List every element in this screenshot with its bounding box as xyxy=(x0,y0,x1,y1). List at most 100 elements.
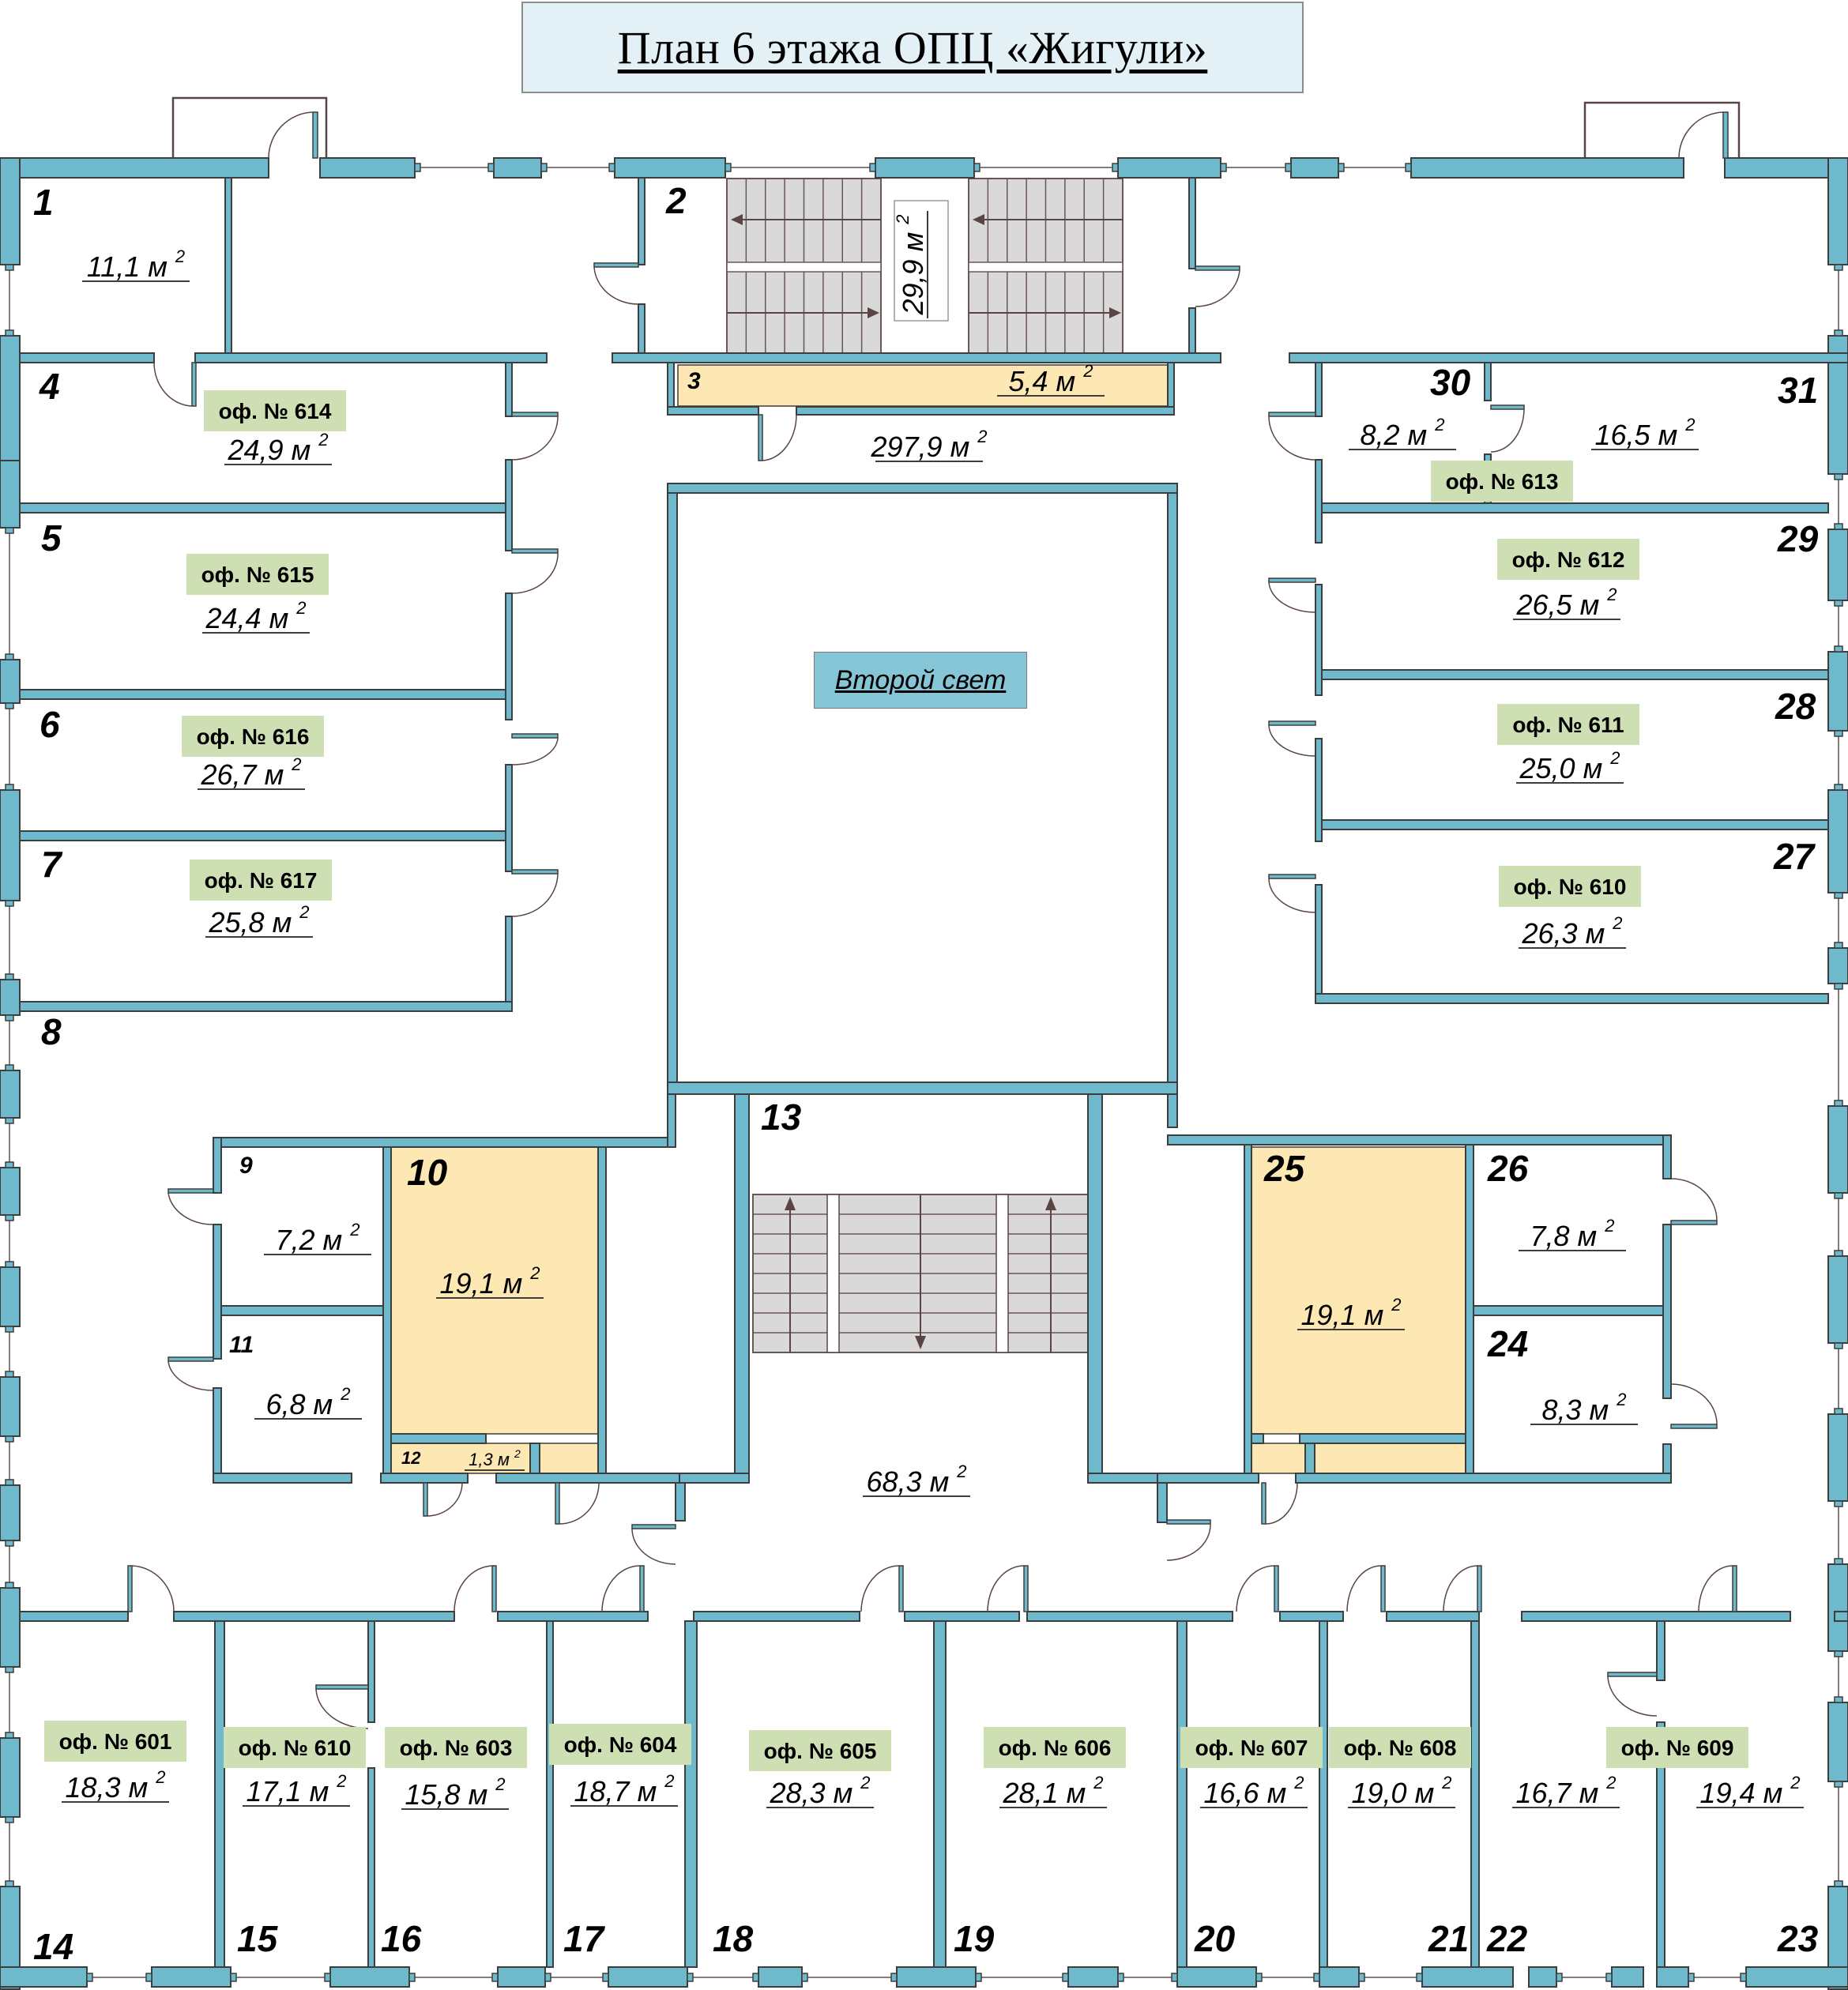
area-exponent: 2 xyxy=(1604,1216,1614,1236)
area-label: 8,3 м 2 xyxy=(1530,1390,1638,1426)
room-12-fill xyxy=(390,1443,531,1474)
room-number: 17 xyxy=(563,1918,606,1959)
area-label: 26,5 м 2 xyxy=(1513,585,1620,621)
room-area: 18,3 м 2 xyxy=(66,1767,166,1804)
area-label: 16,7 м 2 xyxy=(1512,1773,1620,1809)
office-label-bg xyxy=(549,1724,691,1765)
office-number: оф. № 615 xyxy=(201,562,314,587)
office-label: оф. № 613 xyxy=(1431,461,1573,502)
area-exponent: 2 xyxy=(860,1773,870,1793)
office-number: оф. № 614 xyxy=(219,399,332,423)
room-number: 29 xyxy=(1777,518,1819,559)
area-exponent: 2 xyxy=(155,1767,165,1787)
area-exponent: 2 xyxy=(1391,1295,1401,1315)
room-area: 11,1 м 2 xyxy=(87,246,185,283)
office-number: оф. № 612 xyxy=(1512,547,1625,572)
office-label-bg xyxy=(1431,461,1573,502)
area-label: 6,8 м 2 xyxy=(254,1384,362,1420)
area-exponent: 2 xyxy=(299,902,309,922)
office-number: оф. № 608 xyxy=(1344,1736,1457,1760)
second-light-label-box: Второй свет xyxy=(814,652,1027,709)
staircase-center xyxy=(752,1194,1089,1353)
office-label: оф. № 614 xyxy=(204,390,346,431)
area-exponent: 2 xyxy=(1616,1390,1626,1409)
office-label: оф. № 610 xyxy=(1499,866,1641,907)
office-label-bg xyxy=(44,1721,186,1762)
office-label: оф. № 606 xyxy=(984,1727,1126,1768)
room-number: 7 xyxy=(41,844,63,885)
room-area: 16,6 м 2 xyxy=(1204,1773,1304,1809)
plan-title-box: План 6 этажа ОПЦ «Жигули» xyxy=(521,2,1304,93)
office-number: оф. № 605 xyxy=(764,1739,877,1763)
room-number: 18 xyxy=(713,1918,754,1959)
room-numbers: 1 2 3 4 5 6 7 8 9 10 11 12 13 14 15 16 1… xyxy=(33,180,1819,1967)
room-area: 29,9 м 2 xyxy=(893,215,929,316)
office-label-bg xyxy=(385,1727,527,1768)
room-area: 17,1 м 2 xyxy=(247,1771,347,1808)
room-number: 16 xyxy=(381,1918,422,1959)
room-12-annex-fill xyxy=(539,1443,599,1474)
office-label: оф. № 605 xyxy=(749,1730,891,1771)
room-area: 19,1 м 2 xyxy=(440,1263,540,1300)
area-exponent: 2 xyxy=(956,1461,966,1481)
second-light-label: Второй свет xyxy=(834,664,1007,695)
room-3-fill xyxy=(677,364,1169,407)
area-exponent: 2 xyxy=(893,215,913,225)
room-25-annex2-fill xyxy=(1314,1443,1466,1474)
office-label-bg xyxy=(1499,866,1641,907)
room-area: 19,1 м 2 xyxy=(1301,1295,1402,1331)
room-number: 24 xyxy=(1487,1323,1528,1364)
room-number: 23 xyxy=(1777,1918,1819,1959)
area-label: 19,4 м 2 xyxy=(1696,1773,1804,1809)
room-number: 25 xyxy=(1263,1148,1306,1189)
room-number: 14 xyxy=(33,1926,73,1967)
room-number: 21 xyxy=(1428,1918,1469,1959)
room-25-annex-fill xyxy=(1251,1443,1306,1474)
room-area: 25,0 м 2 xyxy=(1519,748,1620,784)
area-exponent: 2 xyxy=(664,1771,674,1791)
room-area: 5,4 м 2 xyxy=(1009,361,1093,397)
area-exponent: 2 xyxy=(318,430,328,450)
area-label: 1,3 м 2 xyxy=(465,1447,525,1471)
room-area: 8,2 м 2 xyxy=(1361,415,1445,451)
stair-area-box xyxy=(894,200,949,322)
area-label: 5,4 м 2 xyxy=(997,361,1105,397)
room-area: 24,9 м 2 xyxy=(228,430,329,466)
area-exponent: 2 xyxy=(514,1447,521,1460)
room-area: 18,7 м 2 xyxy=(574,1771,675,1808)
area-label: 7,8 м 2 xyxy=(1519,1216,1626,1252)
area-exponent: 2 xyxy=(1441,1773,1451,1793)
office-number: оф. № 606 xyxy=(999,1736,1112,1760)
area-label: 7,2 м 2 xyxy=(264,1220,371,1256)
room-areas: 11,1 м 2 29,9 м 2 5,4 м 2 24,9 м 2 24,4 м 2 2… xyxy=(62,211,1804,1811)
office-number: оф. № 603 xyxy=(400,1736,513,1760)
office-label-bg xyxy=(1180,1727,1323,1768)
room-area: 24,4 м 2 xyxy=(205,598,307,634)
walls xyxy=(0,157,1848,1990)
room-number: 11 xyxy=(229,1332,254,1358)
room-number: 13 xyxy=(761,1097,802,1138)
area-label: 18,7 м 2 xyxy=(570,1771,678,1808)
room-number: 28 xyxy=(1775,686,1816,727)
office-label: оф. № 612 xyxy=(1497,539,1639,580)
room-number: 19 xyxy=(954,1918,995,1959)
area-exponent: 2 xyxy=(529,1263,540,1283)
office-label: оф. № 617 xyxy=(190,860,332,901)
area-label: 11,1 м 2 xyxy=(82,246,190,283)
room-area: 28,1 м 2 xyxy=(1003,1773,1104,1809)
area-label: 15,8 м 2 xyxy=(401,1774,509,1811)
office-label-bg xyxy=(224,1727,366,1768)
room-area: 15,8 м 2 xyxy=(405,1774,506,1811)
room-number: 15 xyxy=(237,1918,279,1959)
office-label-bg xyxy=(190,860,332,901)
room-area: 25,8 м 2 xyxy=(209,902,310,939)
room-number: 1 xyxy=(33,182,54,223)
room-number: 9 xyxy=(239,1153,253,1179)
area-exponent: 2 xyxy=(1684,415,1695,434)
area-exponent: 2 xyxy=(1434,415,1444,434)
area-label: 68,3 м 2 xyxy=(863,1461,970,1498)
office-label-bg xyxy=(749,1730,891,1771)
office-label: оф. № 608 xyxy=(1329,1727,1471,1768)
room-area: 19,0 м 2 xyxy=(1352,1773,1452,1809)
